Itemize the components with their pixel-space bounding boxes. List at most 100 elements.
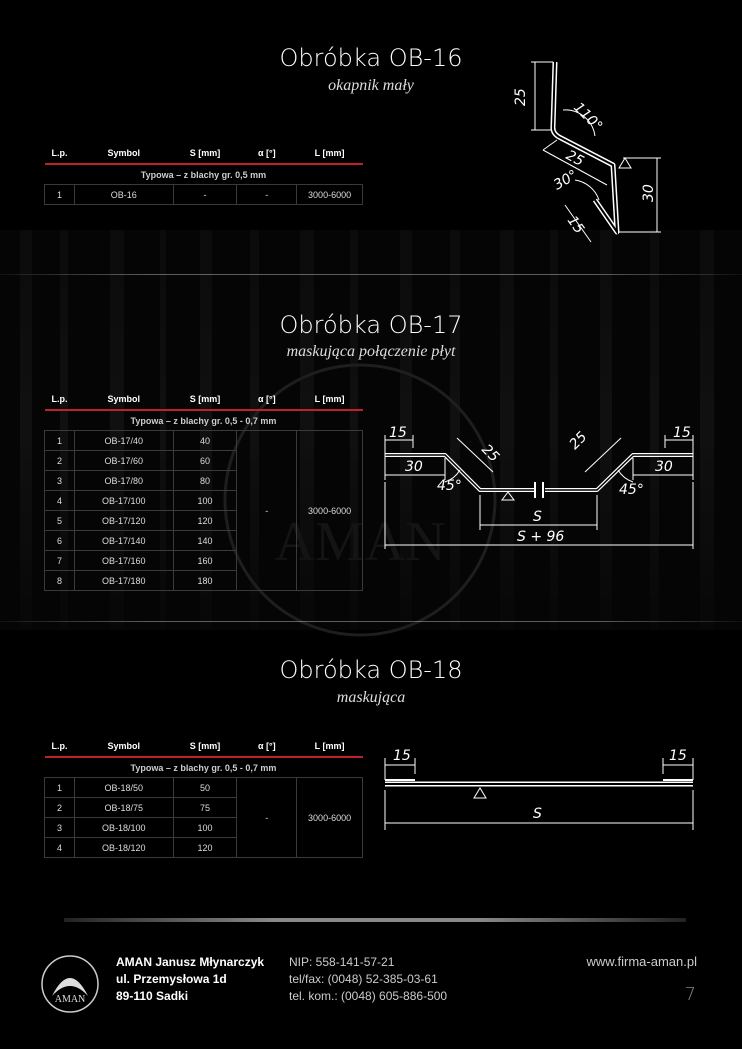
table-row: 1 OB-17/40 40 - 3000-6000: [44, 430, 363, 591]
dim-f: 15: [564, 213, 587, 237]
cell-lp: 3: [44, 470, 75, 491]
header-alpha: α [°]: [236, 736, 297, 758]
cell-s: 140: [172, 530, 238, 551]
cell-symbol: OB-18/75: [73, 797, 174, 818]
cell-l: 3000-6000: [296, 777, 363, 858]
dim-a: 15: [389, 425, 407, 441]
header-symbol: Symbol: [74, 389, 174, 411]
website-link[interactable]: www.firma-aman.pl: [586, 954, 697, 969]
header-alpha: α [°]: [236, 389, 297, 411]
header-alpha: α [°]: [236, 143, 297, 165]
header-lp: L.p.: [44, 736, 75, 758]
contact-mobile: tel. kom.: (0048) 605-886-500: [289, 989, 448, 1003]
cell-symbol: OB-17/140: [73, 530, 174, 551]
dim-d: 30°: [551, 167, 581, 193]
aman-logo: AMAN: [41, 955, 99, 1013]
cell-lp: 4: [44, 490, 75, 511]
cell-lp: 4: [44, 837, 75, 858]
cell-lp: 2: [44, 450, 75, 471]
cell-l: 3000-6000: [296, 184, 363, 205]
cell-s: 100: [172, 817, 238, 838]
ob18-profile-drawing: 15 15 S: [384, 748, 694, 830]
cell-symbol: OB-18/120: [73, 837, 174, 858]
cell-lp: 1: [44, 777, 75, 798]
cell-lp: 7: [44, 550, 75, 571]
cell-s: -: [172, 184, 238, 205]
cell-s: 40: [172, 430, 238, 451]
dim-a: 25: [513, 88, 529, 106]
section-subtitle: maskująca: [336, 689, 406, 706]
cell-symbol: OB-17/180: [73, 570, 174, 591]
contact-info: NIP: 558-141-57-21 tel/fax: (0048) 52-38…: [289, 954, 447, 1005]
cell-s: 60: [172, 450, 238, 471]
cell-l: 3000-6000: [296, 430, 363, 591]
cell-symbol: OB-17/40: [73, 430, 174, 451]
cell-symbol: OB-17/120: [73, 510, 174, 531]
spec-table: L.p. Symbol S [mm] α [°] L [mm] Typowa –…: [44, 143, 363, 205]
section-title: Obróbka OB-17: [279, 311, 463, 339]
header-l: L [mm]: [296, 389, 363, 411]
section-divider: [0, 274, 742, 275]
cell-s: 160: [172, 550, 238, 571]
spec-table: L.p. Symbol S [mm] α [°] L [mm] Typowa –…: [44, 389, 363, 591]
ob16-profile-drawing: 25 110° 25 30° 30 15: [513, 61, 661, 243]
header-lp: L.p.: [44, 143, 75, 165]
section-subtitle: maskująca połączenie płyt: [286, 343, 456, 360]
logo-text: AMAN: [55, 994, 86, 1005]
contact-telfax: tel/fax: (0048) 52-385-03-61: [289, 972, 438, 986]
dim-e: 30: [641, 184, 657, 202]
cell-s: 100: [172, 490, 238, 511]
section-title: Obróbka OB-16: [279, 44, 463, 72]
cell-alpha: -: [236, 777, 298, 858]
dim-c: 25: [563, 147, 586, 170]
section-title: Obróbka OB-18: [279, 656, 463, 684]
footer-divider: [64, 918, 686, 922]
section-divider: [0, 621, 742, 622]
header-lp: L.p.: [44, 389, 75, 411]
cell-lp: 6: [44, 530, 75, 551]
header-s: S [mm]: [173, 736, 237, 758]
table-row: 1 OB-18/50 50 - 3000-6000: [44, 777, 363, 858]
company-street: ul. Przemysłowa 1d: [116, 972, 227, 986]
cell-symbol: OB-17/160: [73, 550, 174, 571]
dim-b: 15: [669, 748, 687, 764]
dim-b: 110°: [570, 100, 605, 135]
header-l: L [mm]: [296, 736, 363, 758]
cell-s: 120: [172, 510, 238, 531]
cell-lp: 1: [44, 430, 75, 451]
page-number: 7: [684, 984, 696, 1005]
dim-total: S + 96: [517, 529, 564, 545]
header-l: L [mm]: [296, 143, 363, 165]
cell-lp: 3: [44, 817, 75, 838]
dim-a: 15: [393, 748, 411, 764]
cell-s: 75: [172, 797, 238, 818]
table-row: 1 OB-16 - - 3000-6000: [44, 184, 363, 205]
section-subtitle: okapnik mały: [328, 77, 414, 94]
ob17-profile-drawing: 15 25 25 15 30 30 45° 45° S S + 96: [384, 425, 694, 549]
dim-d: 15: [673, 425, 691, 441]
cell-alpha: -: [236, 184, 298, 205]
cell-s: 50: [172, 777, 238, 798]
table-type-row: Typowa – z blachy gr. 0,5 - 0,7 mm: [44, 756, 363, 778]
contact-nip: NIP: 558-141-57-21: [289, 955, 395, 969]
cell-alpha: -: [236, 430, 298, 591]
cell-symbol: OB-17/100: [73, 490, 174, 511]
cell-lp: 1: [44, 184, 75, 205]
cell-symbol: OB-18/50: [73, 777, 174, 798]
spec-table: L.p. Symbol S [mm] α [°] L [mm] Typowa –…: [44, 736, 363, 858]
dim-e: 30: [405, 459, 423, 475]
cell-symbol: OB-17/80: [73, 470, 174, 491]
header-symbol: Symbol: [74, 143, 174, 165]
company-name: AMAN Janusz Młynarczyk: [116, 955, 265, 969]
header-symbol: Symbol: [74, 736, 174, 758]
header-s: S [mm]: [173, 389, 237, 411]
dim-c: 25: [567, 429, 591, 453]
company-info: AMAN Janusz Młynarczyk ul. Przemysłowa 1…: [116, 954, 264, 1005]
